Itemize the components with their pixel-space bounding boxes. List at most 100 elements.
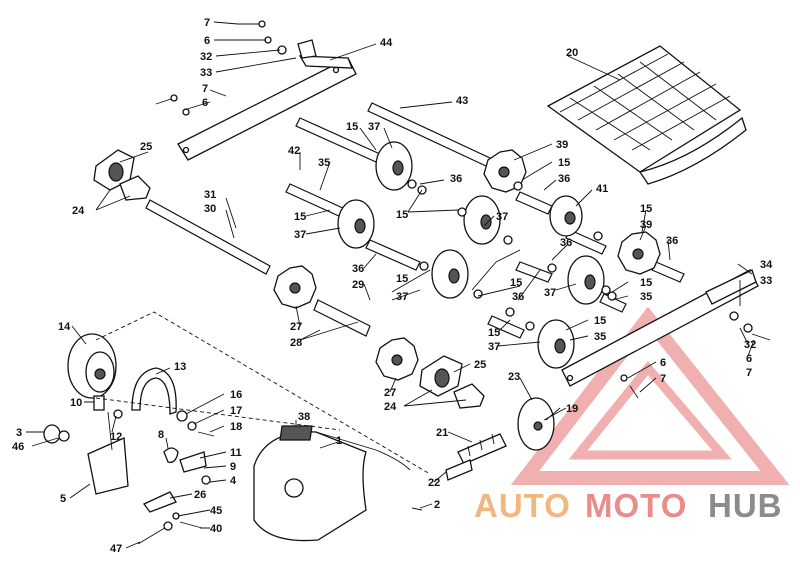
callout-label: 27 (290, 321, 302, 333)
watermark-word-hub: HUB (708, 487, 783, 524)
watermark-text: AUTO MOTO HUB (474, 487, 783, 524)
idler-wheel (549, 195, 583, 237)
bearing-flange (93, 149, 151, 201)
callout-label: 46 (12, 441, 24, 453)
callout-label: 4 (230, 475, 237, 487)
callout-label: 26 (194, 489, 206, 501)
callout-label: 32 (744, 339, 756, 351)
callout-label: 43 (456, 95, 468, 107)
callout-label: 15 (640, 277, 652, 289)
callout-label: 47 (110, 543, 122, 555)
callout-label: 33 (760, 275, 772, 287)
callout-label: 42 (288, 145, 300, 157)
shaft-lower (313, 191, 685, 339)
idler-wheel (375, 141, 413, 191)
callout-label: 39 (640, 219, 652, 231)
drive-pulley (67, 333, 117, 399)
callout-label: 12 (110, 431, 122, 443)
callout-label: 10 (70, 397, 82, 409)
callout-label: 41 (596, 183, 608, 195)
callout-label: 25 (140, 141, 152, 153)
callout-label: 37 (496, 211, 508, 223)
callout-label: 15 (294, 211, 306, 223)
callout-label: 6 (746, 353, 752, 365)
callout-label: 14 (58, 321, 71, 333)
clamp-strap (131, 367, 177, 415)
callout-label: 18 (230, 421, 242, 433)
callout-label: 15 (640, 203, 652, 215)
callout-label: 35 (594, 331, 606, 343)
callout-label: 6 (204, 35, 210, 47)
callout-label: 15 (594, 315, 606, 327)
callout-label: 36 (560, 237, 572, 249)
watermark-word-moto: MOTO (585, 487, 687, 524)
callout-label: 36 (352, 263, 364, 275)
callout-label: 37 (488, 341, 500, 353)
callout-label: 34 (760, 259, 773, 271)
bearing-flange (419, 355, 485, 409)
callout-label: 36 (666, 235, 678, 247)
callout-label: 6 (660, 357, 666, 369)
drive-sprocket (375, 337, 419, 381)
callout-label: 33 (200, 67, 212, 79)
watermark-word-auto: AUTO (474, 487, 571, 524)
callout-label: 22 (428, 477, 440, 489)
callout-label: 27 (384, 387, 396, 399)
callout-label: 24 (72, 205, 85, 217)
callout-label: 15 (510, 277, 522, 289)
callout-label: 40 (210, 523, 222, 535)
watermark-logo (510, 306, 790, 485)
callout-label: 19 (566, 403, 578, 415)
callout-label: 15 (396, 209, 408, 221)
callout-label: 28 (290, 337, 302, 349)
callout-label: 15 (346, 121, 358, 133)
callout-label: 7 (746, 367, 752, 379)
callout-label: 15 (488, 327, 500, 339)
callout-label: 3 (16, 427, 22, 439)
callout-label: 29 (352, 279, 364, 291)
drive-sprocket (483, 149, 527, 193)
drive-sprocket (273, 265, 317, 309)
callout-label: 45 (210, 505, 222, 517)
callout-label: 2 (434, 499, 440, 511)
callout-label: 9 (230, 461, 236, 473)
idler-wheel (431, 249, 469, 299)
callout-label: 7 (204, 17, 210, 29)
idler-wheel (537, 319, 575, 369)
callout-label: 37 (294, 229, 306, 241)
callout-label: 37 (396, 291, 408, 303)
lower-frame-rail (561, 269, 759, 387)
track-belt (546, 45, 747, 185)
callout-label: 13 (174, 361, 186, 373)
idler-wheel (567, 255, 605, 305)
upper-frame-rail (177, 55, 357, 161)
callout-label: 25 (474, 359, 486, 371)
callout-label: 6 (202, 97, 208, 109)
callout-label: 36 (558, 173, 570, 185)
callout-label: 1 (336, 435, 342, 447)
callout-label: 32 (200, 51, 212, 63)
callout-label: 8 (158, 429, 164, 441)
leader-lines (26, 21, 755, 549)
callout-label: 7 (660, 373, 666, 385)
callout-label: 23 (508, 371, 520, 383)
callout-label: 38 (298, 411, 310, 423)
mounting-bracket (87, 411, 129, 495)
drive-chain (457, 433, 507, 465)
chain-tensioner (445, 459, 473, 481)
callout-label: 36 (512, 291, 524, 303)
callout-label: 15 (396, 273, 408, 285)
callout-label: 44 (380, 37, 393, 49)
callout-label: 20 (566, 47, 578, 59)
idler-wheel (337, 199, 375, 249)
chaincase-cover (253, 431, 411, 542)
callout-labels: 7 6 32 33 7 6 44 20 43 25 24 15 37 42 35… (12, 17, 773, 555)
callout-label: 16 (230, 389, 242, 401)
drive-sprocket-large (517, 397, 555, 451)
callout-label: 37 (544, 287, 556, 299)
callout-label: 17 (230, 405, 242, 417)
callout-label: 11 (230, 447, 242, 459)
callout-label: 39 (556, 139, 568, 151)
callout-label: 36 (450, 173, 462, 185)
